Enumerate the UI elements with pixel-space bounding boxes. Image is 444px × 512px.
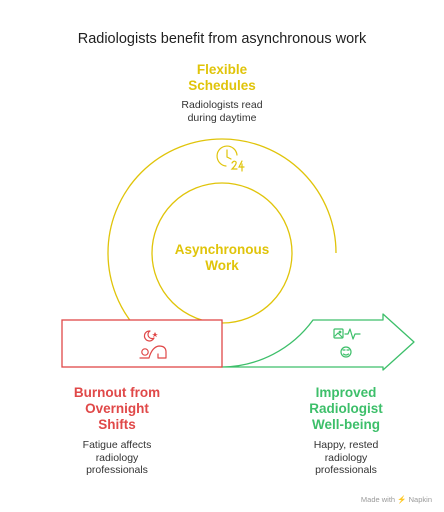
flexible-schedules-description: Radiologists read during daytime (152, 99, 292, 124)
heading-line: Improved (315, 385, 377, 400)
heading-line: Shifts (98, 417, 136, 432)
heading-line: Well-being (311, 417, 380, 432)
center-label-line1: Asynchronous (175, 242, 270, 257)
description-line: Fatigue affects (82, 439, 152, 451)
credit-brand: Napkin (408, 495, 432, 504)
credit-text: Made with (360, 495, 396, 504)
burnout-box (61, 319, 223, 368)
sleeping-person-icon (139, 330, 167, 359)
wellbeing-description: Happy, rested radiology professionals (290, 439, 402, 477)
description-line: professionals (86, 464, 148, 476)
heading-line: Burnout from (73, 385, 161, 400)
heading-line: Overnight (85, 401, 149, 416)
burnout-heading: Burnout from Overnight Shifts (62, 385, 172, 433)
burnout-description: Fatigue affects radiology professionals (62, 439, 172, 477)
flexible-schedules-heading: Flexible Schedules (162, 62, 282, 94)
description-line: Radiologists read (181, 99, 263, 111)
description-line: radiology (95, 451, 139, 464)
center-label-line2: Work (205, 258, 239, 273)
diagram-title: Radiologists benefit from asynchronous w… (77, 31, 367, 47)
wellbeing-heading: Improved Radiologist Well-being (290, 385, 402, 433)
heading-line: Radiologist (309, 401, 383, 416)
description-line: radiology (324, 451, 368, 464)
health-monitor-icon (333, 328, 361, 358)
heading-line: Flexible (196, 62, 248, 77)
clock-24-icon (216, 145, 245, 172)
outcome-arrow (221, 313, 415, 371)
heading-line: Schedules (188, 78, 256, 93)
napkin-credit: Made with ⚡ Napkin (361, 495, 432, 504)
napkin-logo-icon: ⚡ (397, 495, 407, 504)
description-line: professionals (315, 464, 377, 476)
description-line: during daytime (187, 111, 257, 124)
description-line: Happy, rested (313, 439, 379, 451)
